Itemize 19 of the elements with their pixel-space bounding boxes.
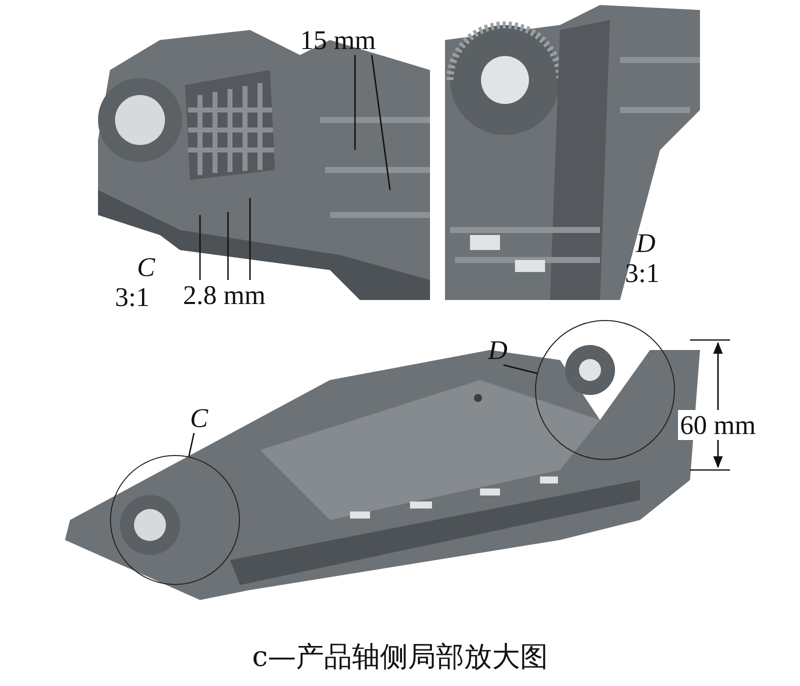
leader-line: [188, 432, 195, 457]
leader-line: [354, 55, 356, 150]
caption: c—产品轴侧局部放大图: [252, 640, 548, 674]
view-label: D: [636, 228, 656, 258]
scale-label: 3:1: [115, 282, 150, 312]
callout-label: 15 mm: [300, 25, 376, 55]
leader-line: [227, 212, 229, 280]
detail-circle: [110, 455, 240, 585]
detail-circle: [535, 320, 675, 460]
leader-line: [199, 215, 201, 280]
scale-label: 3:1: [625, 258, 660, 288]
leader-line: [503, 364, 538, 374]
callout-label: 2.8 mm: [183, 280, 266, 310]
leader-line: [249, 198, 251, 280]
leader-line: [371, 54, 391, 190]
view-label: C: [137, 252, 156, 282]
dimension-label: 60 mm: [678, 410, 758, 440]
callout-label: D: [488, 335, 508, 365]
callout-label: C: [190, 403, 208, 433]
